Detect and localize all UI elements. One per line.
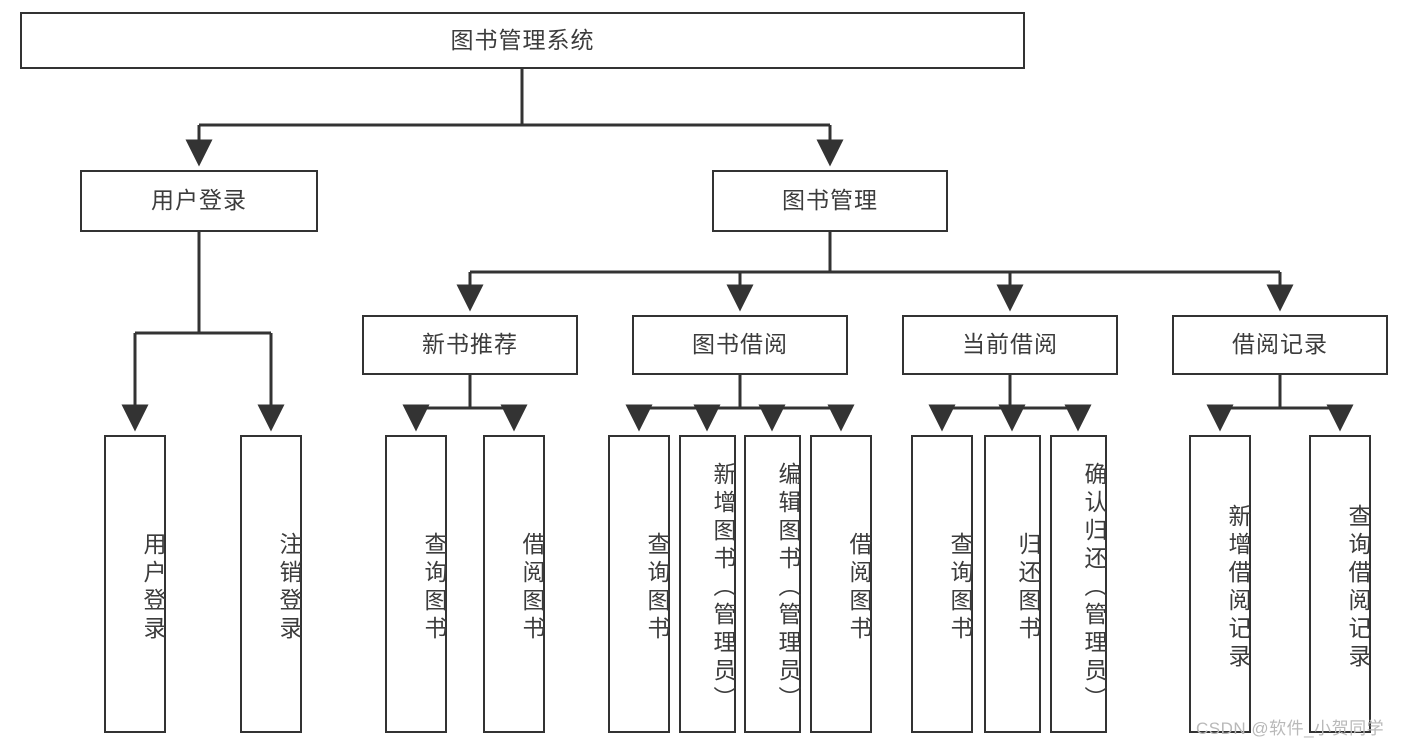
- node-leaf-borrow-book-rec-label: 借阅图书: [519, 532, 545, 644]
- node-leaf-query-book-rec-label: 查询图书: [421, 532, 447, 644]
- node-current-borrow-label: 当前借阅: [962, 331, 1058, 358]
- node-leaf-logout-login-label: 注销登录: [276, 532, 302, 644]
- node-leaf-add-book-label: 新增图书（管理员）: [710, 462, 736, 714]
- node-borrow-records-label: 借阅记录: [1232, 331, 1328, 358]
- node-book-management[interactable]: 图书管理: [712, 170, 948, 232]
- node-book-management-label: 图书管理: [782, 187, 878, 214]
- node-leaf-query-borrow-record-label: 查询借阅记录: [1345, 504, 1371, 672]
- node-leaf-logout-login[interactable]: 注销登录: [240, 435, 302, 733]
- node-leaf-query-book-current-label: 查询图书: [947, 532, 973, 644]
- node-current-borrow[interactable]: 当前借阅: [902, 315, 1118, 375]
- node-new-book-recommend-label: 新书推荐: [422, 331, 518, 358]
- node-leaf-edit-book-label: 编辑图书（管理员）: [775, 462, 801, 714]
- csdn-watermark: CSDN @软件_小贺同学: [1196, 719, 1385, 738]
- node-user-login-label: 用户登录: [151, 187, 247, 214]
- node-leaf-query-book-borrow[interactable]: 查询图书: [608, 435, 670, 733]
- node-leaf-user-login[interactable]: 用户登录: [104, 435, 166, 733]
- node-leaf-add-borrow-record-label: 新增借阅记录: [1225, 504, 1251, 672]
- node-root-label: 图书管理系统: [450, 26, 595, 53]
- node-leaf-edit-book[interactable]: 编辑图书（管理员）: [744, 435, 801, 733]
- node-borrow-records[interactable]: 借阅记录: [1172, 315, 1388, 375]
- node-leaf-return-book-label: 归还图书: [1015, 532, 1041, 644]
- node-leaf-add-book[interactable]: 新增图书（管理员）: [679, 435, 736, 733]
- node-leaf-user-login-label: 用户登录: [140, 532, 166, 644]
- node-leaf-borrow-book-label: 借阅图书: [846, 532, 872, 644]
- node-root[interactable]: 图书管理系统: [20, 12, 1025, 69]
- node-book-borrow[interactable]: 图书借阅: [632, 315, 848, 375]
- node-leaf-query-book-rec[interactable]: 查询图书: [385, 435, 447, 733]
- node-leaf-query-borrow-record[interactable]: 查询借阅记录: [1309, 435, 1371, 733]
- node-leaf-query-book-current[interactable]: 查询图书: [911, 435, 973, 733]
- node-leaf-borrow-book-rec[interactable]: 借阅图书: [483, 435, 545, 733]
- node-leaf-confirm-return[interactable]: 确认归还（管理员）: [1050, 435, 1107, 733]
- node-leaf-return-book[interactable]: 归还图书: [984, 435, 1041, 733]
- node-book-borrow-label: 图书借阅: [692, 331, 788, 358]
- node-new-book-recommend[interactable]: 新书推荐: [362, 315, 578, 375]
- node-user-login[interactable]: 用户登录: [80, 170, 318, 232]
- node-leaf-borrow-book[interactable]: 借阅图书: [810, 435, 872, 733]
- node-leaf-query-book-borrow-label: 查询图书: [644, 532, 670, 644]
- node-leaf-add-borrow-record[interactable]: 新增借阅记录: [1189, 435, 1251, 733]
- node-leaf-confirm-return-label: 确认归还（管理员）: [1081, 462, 1107, 714]
